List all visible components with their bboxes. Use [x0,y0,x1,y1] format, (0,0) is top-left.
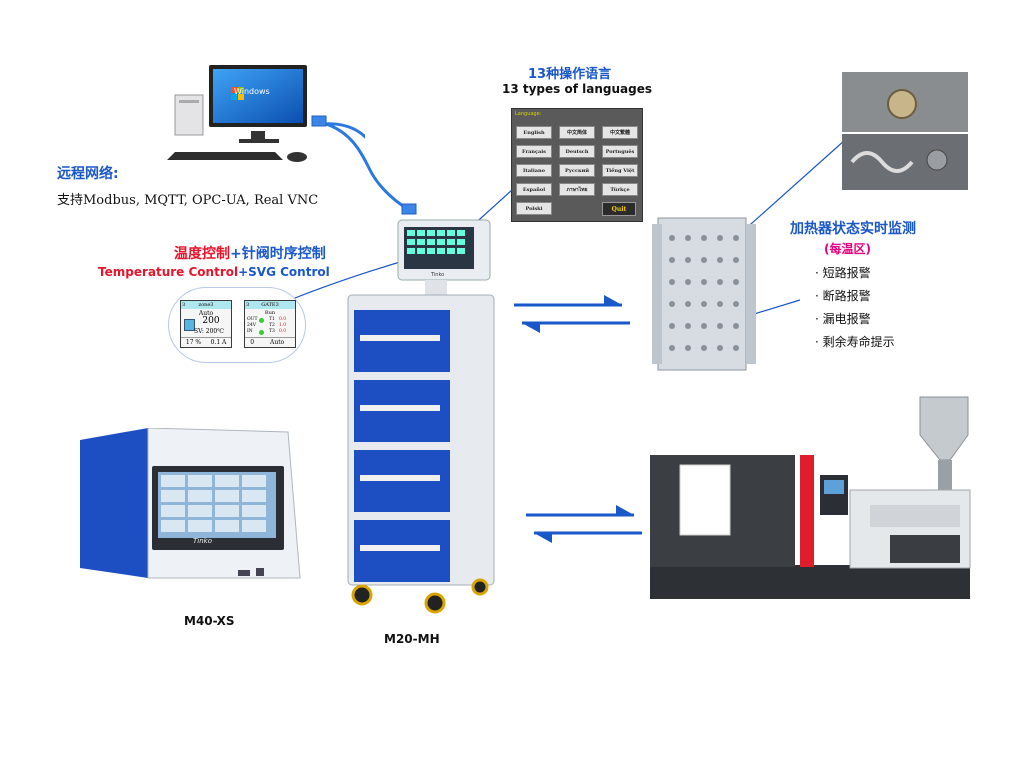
gate-status-row: 0 Auto [245,337,295,347]
injection-molding-machine-illustration [650,396,971,599]
zone-index: 3 [182,302,186,308]
control-connector-line [289,261,401,301]
gate-status: Run [264,310,276,316]
heater-item-label: 剩余寿命提示 [822,335,895,349]
gate-voltage: 24V [247,323,256,328]
t2-label: T2 [269,323,275,328]
t3-value: 0.0 [279,329,287,334]
language-selection-screen: Language: English 中文简体 中文繁體 Français Deu… [511,108,643,222]
lang-button-vietnamese[interactable]: Tiếng Việt [602,164,638,177]
control-title-cn: 温度控制+针阀时序控制 [174,243,326,263]
control-title-cn-red: 温度控制 [174,246,230,262]
gate-index: 3 [246,302,250,308]
hot-runner-mold-illustration [652,217,756,371]
m20-mh-label: M20-MH [384,632,440,646]
lang-button-english[interactable]: English [516,126,552,139]
t2-value: 1.0 [279,323,287,328]
gate-name: GATE3 [245,301,295,309]
lang-button-german[interactable]: Deutsch [559,145,595,158]
svg-gate-screen: GATE3 3 Run OUT 24V IN T1 T2 T3 0.0 1.0 … [244,300,296,348]
languages-title-en: 13 types of languages [502,82,652,96]
language-header: Language: [515,111,542,117]
lang-button-russian[interactable]: Русский [559,164,595,177]
gate-in-label: IN [247,329,253,334]
t1-label: T1 [269,317,275,322]
heater-monitor-subtitle: (每温区) [824,242,871,256]
zone-percent: 17 % [185,339,202,346]
lang-button-thai[interactable]: ภาษาไทย [559,183,595,196]
lang-button-spanish[interactable]: Español [516,183,552,196]
control-title-en-red: Temperature Control [98,265,239,279]
gate-mode: Auto [270,339,285,346]
lang-button-chinese-traditional[interactable]: 中文繁體 [602,126,638,139]
zone-pv: 200 [202,316,220,326]
heater-item-label: 漏电报警 [822,312,871,326]
t1-value: 0.0 [279,317,287,322]
m20-mh-cabinet-illustration [347,219,495,614]
out-status-led [259,318,264,323]
languages-title-cn: 13种操作语言 [528,67,612,82]
heater-item-label: 断路报警 [822,289,871,303]
desktop-computer-illustration [167,65,365,162]
control-title-cn-blue: +针阀时序控制 [230,246,326,262]
gate-zero: 0 [250,339,255,346]
lang-button-polish[interactable]: Polski [516,202,552,215]
heater-item-leakage: · 漏电报警 [815,312,871,326]
gate-out-label: OUT [247,317,258,322]
heater-item-remaining-life: · 剩余寿命提示 [815,335,895,349]
zone-mode: Auto [198,310,214,317]
lang-button-italian[interactable]: Italiano [516,164,552,177]
temperature-zone-screen: zone3 3 Auto 200 SV: 200℃ 17 % 0.1 A [180,300,232,348]
lang-button-portuguese[interactable]: Português [602,145,638,158]
m40-xs-label: M40-XS [184,614,235,628]
remote-network-protocols: 支持Modbus, MQTT, OPC-UA, Real VNC [57,193,319,208]
m40-brand-label: Tinko [193,537,212,545]
remote-network-title: 远程网络: [57,166,119,182]
mold-connector-line [741,139,846,233]
zone-sv: SV: 200℃ [194,328,224,335]
quit-button[interactable]: Quit [602,202,636,216]
zone-amp: 0.1 A [210,339,227,346]
control-title-en: Temperature Control+SVG Control [98,265,330,279]
control-title-en-blue: +SVG Control [238,265,330,279]
heater-monitor-title: 加热器状态实时监测 [790,221,916,237]
m40-xs-controller-illustration [80,428,301,579]
network-cable-illustration [311,115,417,215]
bidirectional-arrow-machine [526,505,642,543]
heater-item-label: 短路报警 [822,266,871,280]
lang-button-french[interactable]: Français [516,145,552,158]
windows-logo-text: Windows [234,87,270,96]
heater-photos [842,72,968,190]
heater-icon [184,319,195,331]
lang-button-turkish[interactable]: Türkçe [602,183,638,196]
in-status-led [259,330,264,335]
heater-item-open-circuit: · 断路报警 [815,289,871,303]
bidirectional-arrow-mold [514,295,630,333]
t3-label: T3 [269,329,275,334]
zone-name: zone3 [181,301,231,309]
lang-button-chinese-simplified[interactable]: 中文简体 [559,126,595,139]
zone-status-row: 17 % 0.1 A [181,337,231,347]
heater-item-short-circuit: · 短路报警 [815,266,871,280]
m20-brand-label: Tinko [431,272,445,278]
